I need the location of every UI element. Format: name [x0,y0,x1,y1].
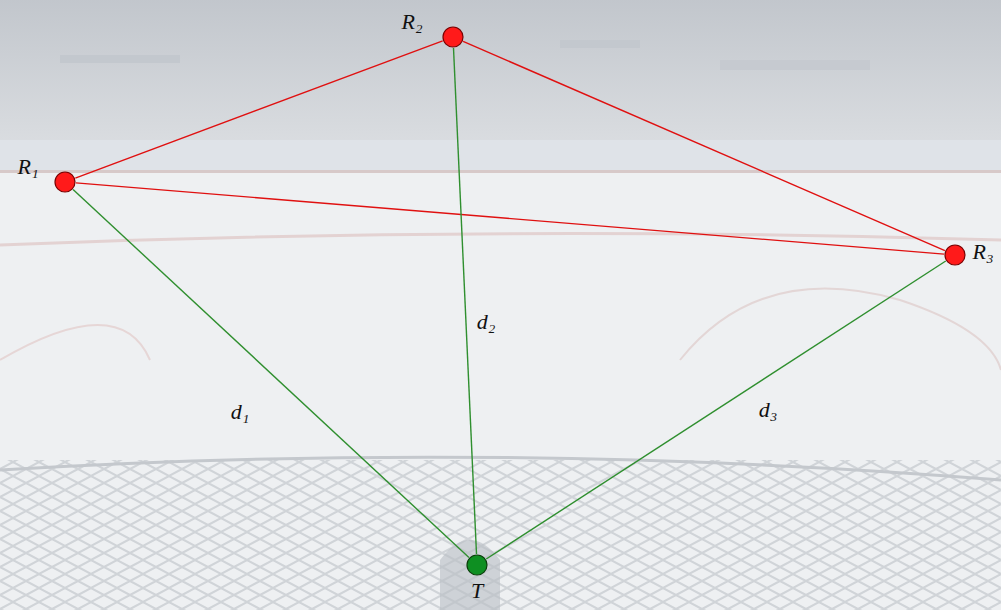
node-label: R₂ [401,10,422,34]
node-label: R₁ [17,155,38,179]
receiver-node: R₃ [944,244,966,266]
node-circle [442,26,464,48]
node-circle [466,554,488,576]
receiver-node: R₁ [54,171,76,193]
node-dot [467,555,487,575]
receiver-node: R₂ [442,26,464,48]
distance-line [73,189,469,557]
node-dot [55,172,75,192]
distance-label: d₂ [477,310,496,334]
distance-line [453,48,476,554]
distance-label: d₁ [231,400,250,424]
node-label: R₃ [972,240,993,264]
distance-line [75,41,442,178]
node-label: T [471,579,483,603]
distance-line [463,41,945,250]
node-dot [443,27,463,47]
node-circle [944,244,966,266]
distance-line [76,183,944,254]
node-dot [945,245,965,265]
node-circle [54,171,76,193]
distance-line [486,261,946,559]
target-node: T [466,554,488,576]
distance-label: d₃ [759,398,778,422]
